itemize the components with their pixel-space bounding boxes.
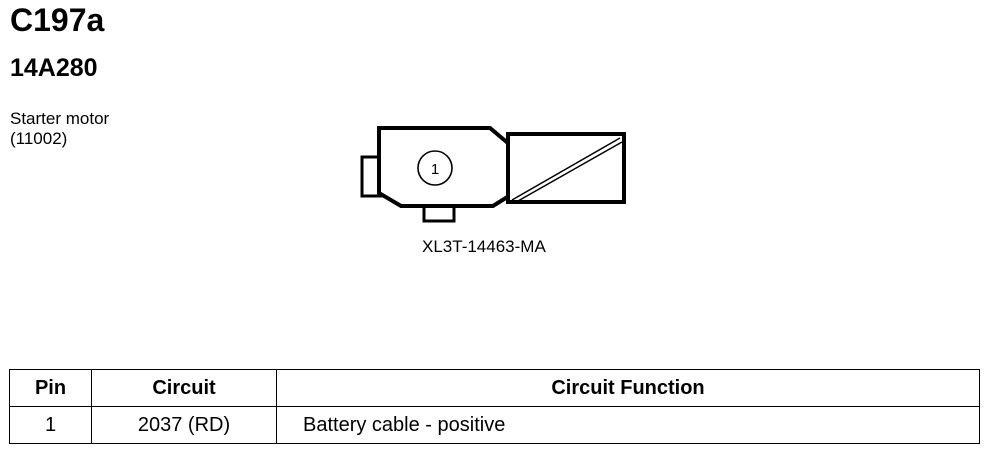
part-code: 14A280 bbox=[10, 54, 98, 82]
table-row: 1 2037 (RD) Battery cable - positive bbox=[9, 406, 980, 444]
description-line: Starter motor bbox=[10, 109, 110, 128]
connector-description: Starter motor (11002) bbox=[10, 109, 109, 149]
connector-id: C197a bbox=[10, 2, 105, 38]
circuit-function-cell: Battery cable - positive bbox=[276, 406, 980, 444]
connector-part-number: XL3T-14463-MA bbox=[422, 237, 546, 256]
column-header-circuit: Circuit bbox=[91, 369, 277, 407]
pin-1-label: 1 bbox=[431, 161, 439, 178]
description-line: (11002) bbox=[10, 129, 68, 148]
pin-cell: 1 bbox=[9, 406, 92, 444]
cable-stripe bbox=[511, 137, 621, 201]
connector-face-diagram: 1 bbox=[360, 126, 626, 223]
pin-1-circle bbox=[417, 150, 453, 186]
cable-stripe bbox=[517, 141, 623, 202]
table-header-row: Pin Circuit Circuit Function bbox=[9, 369, 980, 407]
circuit-cell: 2037 (RD) bbox=[91, 406, 277, 444]
column-header-pin: Pin bbox=[9, 369, 92, 407]
pin-table: Pin Circuit Circuit Function 1 2037 (RD)… bbox=[9, 369, 980, 444]
column-header-circuit-function: Circuit Function bbox=[276, 369, 980, 407]
